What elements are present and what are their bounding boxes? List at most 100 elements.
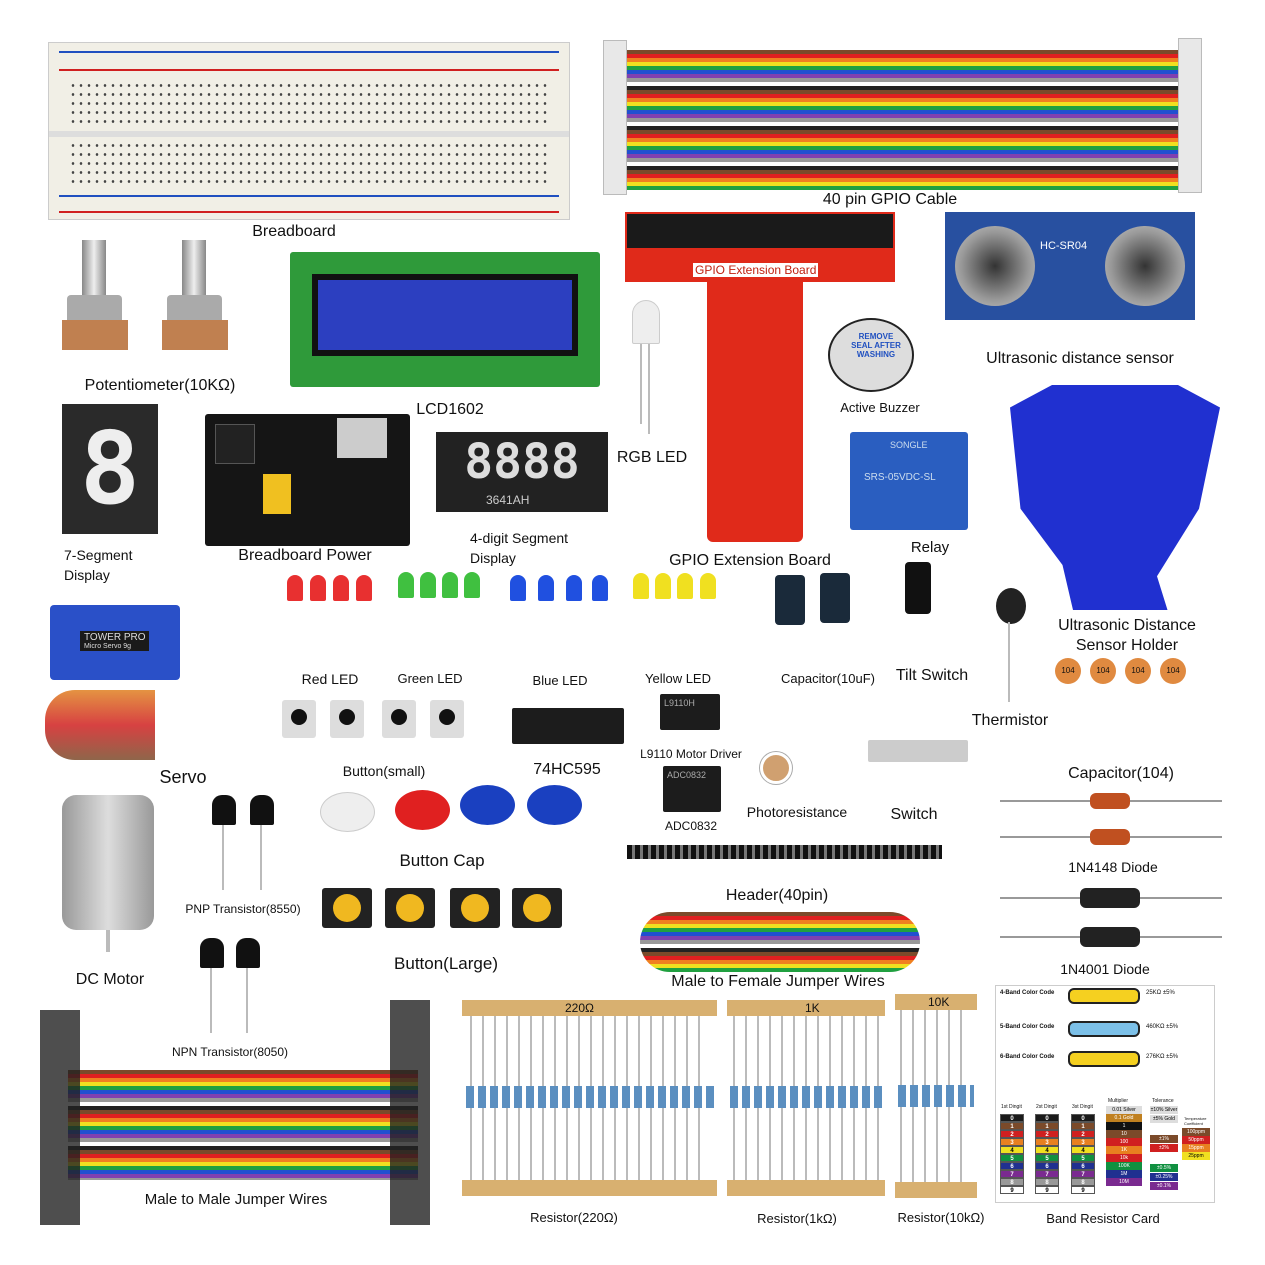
label-green-led: Green LED	[397, 671, 463, 686]
temp-coeff-cell: 100ppm	[1182, 1128, 1210, 1136]
label-lcd: LCD1602	[416, 401, 484, 418]
digit-cell: 5	[1000, 1154, 1024, 1162]
label-mf-jumper: Male to Female Jumper Wires	[671, 973, 885, 990]
label-gpio-cable: 40 pin GPIO Cable	[822, 191, 958, 208]
digit-cell: 5	[1035, 1154, 1059, 1162]
tolerance-cell: ±10% Silver	[1150, 1106, 1178, 1114]
digit-cell: 6	[1071, 1162, 1095, 1170]
potentiometer-image	[62, 240, 262, 370]
label-switch: Switch	[890, 806, 938, 823]
digit-cell: 0	[1071, 1114, 1095, 1122]
label-servo: Servo	[159, 767, 207, 787]
photoresistor-image	[760, 752, 792, 784]
digit-cell: 3	[1071, 1138, 1095, 1146]
dc-motor-image	[62, 795, 154, 930]
label-npn: NPN Transistor(8050)	[171, 1045, 289, 1059]
multiplier-cell: 100	[1106, 1138, 1142, 1146]
label-band-card: Band Resistor Card	[1046, 1211, 1160, 1226]
sensor-holder-image	[1010, 385, 1220, 610]
relay-brand: SONGLE	[890, 440, 928, 450]
male-female-jumper-image	[640, 912, 920, 972]
label-adc0832: ADC0832	[664, 819, 718, 833]
multiplier-cell: 100K	[1106, 1162, 1142, 1170]
multiplier-cell: 10	[1106, 1130, 1142, 1138]
digit-cell: 9	[1035, 1186, 1059, 1194]
label-button-cap: Button Cap	[399, 851, 485, 870]
digit-cell: 0	[1000, 1114, 1024, 1122]
label-active-buzzer: Active Buzzer	[840, 400, 920, 415]
multiplier-cell: 1K	[1106, 1146, 1142, 1154]
label-resistor-220: Resistor(220Ω)	[530, 1210, 618, 1225]
tilt-switch-image	[905, 562, 931, 614]
digit-cell: 0	[1035, 1114, 1059, 1122]
label-button-small: Button(small)	[342, 763, 426, 779]
digit-cell: 3	[1035, 1138, 1059, 1146]
temp-coeff-cell: 50ppm	[1182, 1136, 1210, 1144]
digit-cell: 2	[1000, 1130, 1024, 1138]
multiplier-cell: 1M	[1106, 1170, 1142, 1178]
digit-cell: 6	[1035, 1162, 1059, 1170]
digit-cell: 8	[1000, 1178, 1024, 1186]
thermistor-image	[996, 588, 1026, 624]
label-capacitor-104: Capacitor(104)	[1068, 765, 1174, 782]
rgb-led-image	[632, 300, 660, 344]
tolerance-cell: ±0.5%	[1150, 1164, 1178, 1172]
ultrasonic-sensor-image: HC-SR04	[945, 212, 1195, 320]
label-dc-motor: DC Motor	[75, 971, 145, 988]
digit-cell: 4	[1035, 1146, 1059, 1154]
digit-cell: 6	[1000, 1162, 1024, 1170]
buzzer-seal-text: REMOVE SEAL AFTER WASHING	[851, 332, 901, 359]
gpio-cable-image	[625, 50, 1180, 190]
digit-cell: 4	[1071, 1146, 1095, 1154]
temp-coeff-cell: 25ppm	[1182, 1152, 1210, 1160]
label-74hc595: 74HC595	[533, 761, 601, 778]
digit-cell: 1	[1071, 1122, 1095, 1130]
digit-cell: 9	[1071, 1186, 1095, 1194]
capacitor-10uf-image	[775, 575, 805, 625]
label-resistor-1k: Resistor(1kΩ)	[757, 1211, 837, 1226]
label-pnp: PNP Transistor(8550)	[185, 902, 301, 916]
multiplier-cell: 1	[1106, 1122, 1142, 1130]
l9110-image: L9110H	[660, 694, 720, 730]
digit-cell: 3	[1000, 1138, 1024, 1146]
digit-cell: 2	[1035, 1130, 1059, 1138]
four-digit-model: 3641AH	[486, 493, 530, 507]
multiplier-cell: 10k	[1106, 1154, 1142, 1162]
tolerance-cell: ±0.1%	[1150, 1182, 1178, 1190]
label-yellow-led: Yellow LED	[644, 671, 712, 686]
digit-cell: 5	[1071, 1154, 1095, 1162]
digit-cell: 8	[1071, 1178, 1095, 1186]
label-potentiometer: Potentiometer(10KΩ)	[84, 377, 236, 394]
multiplier-cell: 0.1 Gold	[1106, 1114, 1142, 1122]
label-1n4148: 1N4148 Diode	[1068, 859, 1158, 875]
digit-cell: 1	[1000, 1122, 1024, 1130]
four-digit-display-image: 8888	[436, 432, 608, 512]
multiplier-cell: 10M	[1106, 1178, 1142, 1186]
seven-segment-image: 8	[62, 404, 158, 534]
label-tilt-switch: Tilt Switch	[895, 667, 969, 684]
digit-cell: 7	[1071, 1170, 1095, 1178]
digit-cell: 1	[1035, 1122, 1059, 1130]
label-thermistor: Thermistor	[971, 712, 1049, 729]
tolerance-cell: ±2%	[1150, 1144, 1178, 1152]
label-capacitor-10uf: Capacitor(10uF)	[781, 671, 875, 686]
relay-model: SRS-05VDC-SL	[864, 472, 936, 483]
digit-cell: 7	[1035, 1170, 1059, 1178]
ic-74hc595-image	[512, 708, 624, 744]
label-l9110: L9110 Motor Driver	[640, 747, 742, 761]
label-breadboard-power: Breadboard Power	[238, 547, 372, 564]
relay-image: SONGLE SRS-05VDC-SL	[850, 432, 968, 530]
switch-image	[868, 740, 968, 762]
tape-220: 220Ω	[565, 1001, 594, 1015]
breadboard-image	[48, 42, 570, 220]
gpio-board-printed-label: GPIO Extension Board	[693, 263, 819, 277]
label-resistor-10k: Resistor(10kΩ)	[897, 1210, 985, 1225]
digit-cell: 9	[1000, 1186, 1024, 1194]
sensor-model-text: HC-SR04	[1040, 240, 1088, 252]
label-photoresistance: Photoresistance	[746, 804, 848, 820]
tolerance-cell: ±0.25%	[1150, 1173, 1178, 1181]
